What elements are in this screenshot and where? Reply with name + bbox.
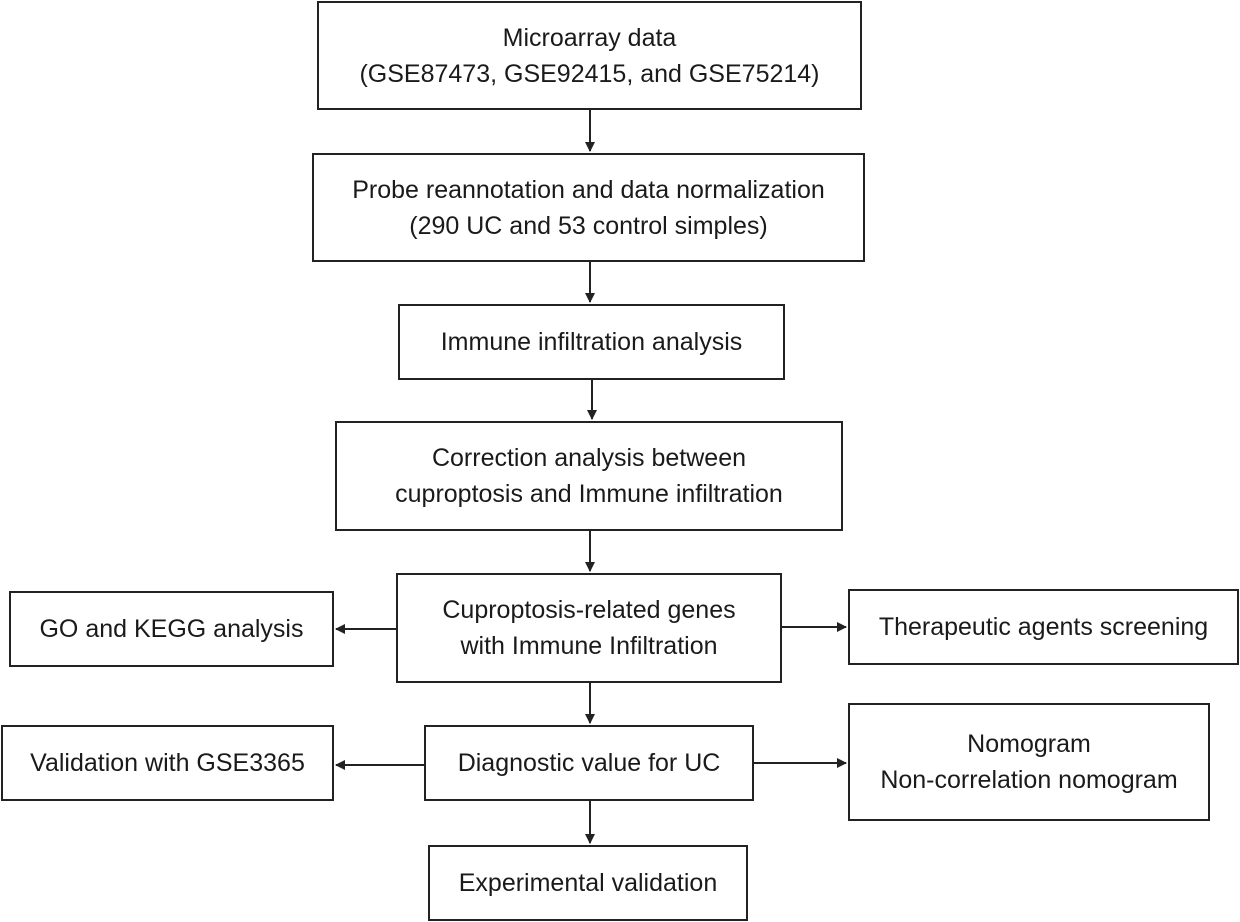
node-experimental-validation: Experimental validation <box>428 845 748 921</box>
node-diagnostic-value: Diagnostic value for UC <box>424 725 754 801</box>
node-label: Non-correlation nomogram <box>880 766 1178 794</box>
node-go-kegg: GO and KEGG analysis <box>9 591 334 667</box>
node-label: (GSE87473, GSE92415, and GSE75214) <box>359 59 820 88</box>
node-label: Diagnostic value for UC <box>457 749 721 777</box>
node-therapeutic-agents: Therapeutic agents screening <box>848 589 1239 665</box>
node-label: Nomogram <box>967 730 1091 758</box>
node-validation-gse3365: Validation with GSE3365 <box>1 725 334 801</box>
node-microarray: Microarray data (GSE87473, GSE92415, and… <box>317 1 862 110</box>
node-label: with Immune Infiltration <box>460 632 718 660</box>
node-immune-infiltration: Immune infiltration analysis <box>398 304 785 380</box>
node-label: cuproptosis and Immune infiltration <box>395 480 783 508</box>
node-label: Experimental validation <box>458 869 718 897</box>
node-probe-reannotation: Probe reannotation and data normalizatio… <box>312 153 865 262</box>
node-correction-analysis: Correction analysis between cuproptosis … <box>335 421 843 531</box>
node-cuproptosis-genes: Cuproptosis-related genes with Immune In… <box>396 573 782 683</box>
node-label: Immune infiltration analysis <box>440 328 743 356</box>
node-label: Correction analysis between <box>431 444 747 472</box>
node-label: GO and KEGG analysis <box>39 615 304 643</box>
node-label: Therapeutic agents screening <box>878 613 1209 641</box>
node-nomogram: Nomogram Non-correlation nomogram <box>848 703 1210 821</box>
node-label: (290 UC and 53 control simples) <box>409 211 768 240</box>
node-label: Cuproptosis-related genes <box>442 596 736 624</box>
node-label: Probe reannotation and data normalizatio… <box>352 175 825 204</box>
node-label: Validation with GSE3365 <box>30 749 305 777</box>
node-label: Microarray data <box>502 23 677 52</box>
